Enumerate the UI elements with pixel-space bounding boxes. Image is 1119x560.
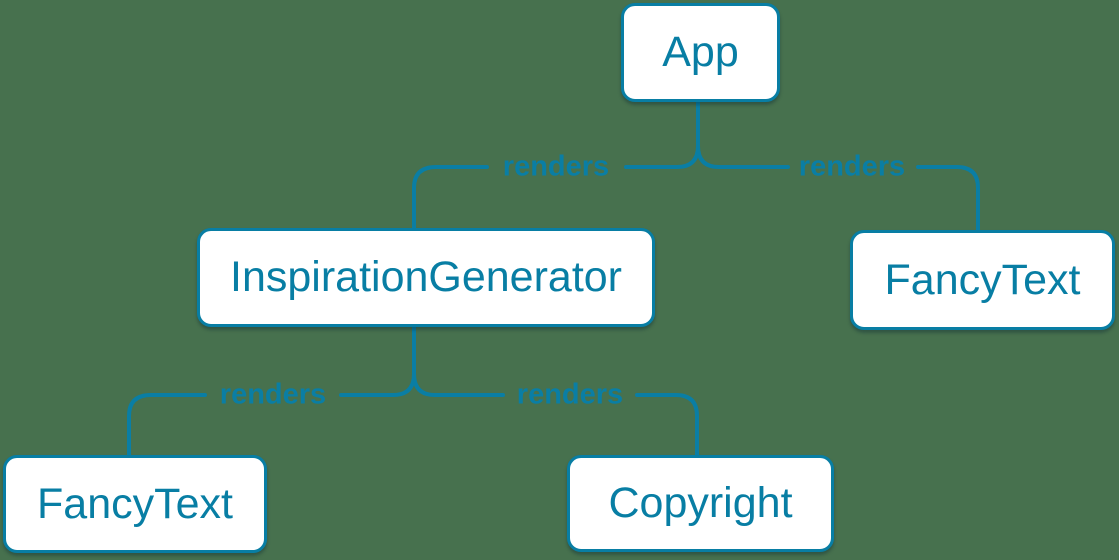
edge-inspirationgenerator-fancytext-tail [127, 393, 207, 459]
node-fancytext-top-label: FancyText [884, 255, 1081, 304]
node-inspiration-generator: InspirationGenerator [197, 228, 655, 327]
node-copyright-label: Copyright [608, 479, 793, 527]
node-fancytext-bottom: FancyText [3, 455, 267, 553]
edge-label-renders-inspirationgenerator-copyright: renders [516, 378, 624, 411]
edge-app-inspirationgenerator-stem [624, 98, 700, 169]
edge-label-renders-app-fancytext: renders [798, 150, 906, 183]
edge-label-renders-app-inspirationgenerator: renders [502, 150, 610, 183]
edge-inspirationgenerator-fancytext-stem [339, 323, 416, 397]
edge-app-inspirationgenerator-tail [412, 165, 489, 232]
node-inspiration-generator-label: InspirationGenerator [230, 253, 622, 301]
node-fancytext-top: FancyText [850, 230, 1115, 330]
node-fancytext-bottom-label: FancyText [37, 479, 233, 528]
edge-label-renders-inspirationgenerator-fancytext: renders [219, 378, 327, 411]
edge-app-fancytext-tail [916, 165, 980, 234]
edge-inspirationgenerator-copyright-tail [635, 393, 699, 459]
node-app-label: App [662, 28, 739, 76]
edge-inspirationgenerator-copyright-stem [412, 323, 505, 397]
node-app: App [621, 3, 780, 102]
edge-app-fancytext-stem [696, 98, 790, 169]
node-copyright: Copyright [567, 455, 834, 552]
